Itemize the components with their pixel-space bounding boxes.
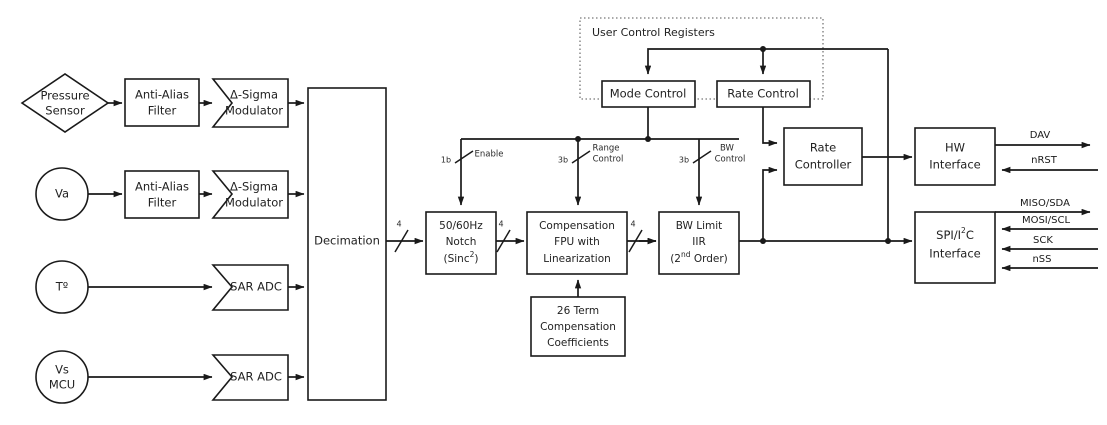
tap-label-bw-line2: Control (715, 155, 746, 165)
rate-controller-label-line2: Controller (795, 158, 852, 172)
signal-label-dav: DAV (1030, 130, 1051, 141)
coefficients-label-line3: Coefficients (547, 337, 609, 349)
rate-controller-block: Rate Controller (783, 127, 863, 186)
anti-alias-filter-1: Anti-Alias Filter (124, 78, 200, 127)
wire-rate-control-to-controller (762, 107, 778, 147)
coefficients-label-line1: 26 Term (557, 305, 599, 317)
filter1-label-line1: Anti-Alias (135, 88, 189, 102)
compensation-coefficients-block: 26 Term Compensation Coefficients (530, 296, 626, 357)
bus-slash-notch (496, 229, 511, 253)
user-control-registers-group: User Control Registers (579, 17, 824, 100)
bw-limit-iir-block: BW Limit IIR (2nd Order) (658, 211, 740, 275)
signal-label-nss: nSS (1032, 254, 1051, 265)
source-temperature: Tº (35, 260, 89, 314)
bwlimit-line3-end: Order) (691, 253, 728, 265)
spi-i2c-interface-block: SPI/I2C Interface (914, 211, 996, 284)
signal-label-mosi-scl: MOSI/SCL (1022, 215, 1070, 226)
rate-control-label: Rate Control (727, 87, 799, 101)
mod2-label-line2: Modulator (225, 196, 283, 210)
source-temp-label: Tº (55, 280, 68, 294)
coefficients-label-line2: Compensation (540, 321, 616, 333)
bwlimit-label-line3: (2nd Order) (670, 250, 728, 265)
filter2-label-line2: Filter (148, 196, 177, 210)
spi-interface-label-line1: SPI/I2C (936, 226, 974, 242)
hw-interface-label-line1: HW (945, 141, 965, 155)
tap-label-enable: Enable (475, 150, 504, 160)
rate-control-block: Rate Control (716, 80, 811, 108)
spi-label-b: C (966, 228, 974, 242)
decimation-block: Decimation (307, 87, 387, 401)
mod1-label-line1: Δ-Sigma (230, 88, 278, 102)
mod2-label-line1: Δ-Sigma (230, 180, 278, 194)
tap-slash-range (571, 150, 591, 164)
source-label-line2: Sensor (45, 104, 85, 118)
signal-label-miso-sda: MISO/SDA (1020, 198, 1070, 209)
delta-sigma-modulator-1: Δ-Sigma Modulator (211, 78, 289, 128)
tap-label-bw-line1: BW (720, 144, 735, 154)
notch-line3-end: ) (474, 253, 478, 265)
wire-topbus-to-mode-control (644, 48, 888, 75)
delta-sigma-modulator-2: Δ-Sigma Modulator (211, 170, 289, 219)
notch-label-line2: Notch (446, 236, 477, 248)
notch-label-line1: 50/60Hz (439, 220, 483, 232)
mode-control-block: Mode Control (601, 80, 696, 108)
compensation-label-line1: Compensation (539, 220, 615, 232)
tap-slash-enable (454, 150, 474, 164)
source-va: Va (35, 167, 89, 221)
adc1-label: SAR ADC (230, 280, 282, 294)
notch-label-line3: (Sinc2) (444, 250, 479, 265)
source-vs-label-line2: MCU (49, 378, 75, 392)
adc2-label: SAR ADC (230, 370, 282, 384)
bus-slash-decimation (394, 229, 409, 253)
spi-label-sup: 2 (961, 226, 966, 235)
decimation-label: Decimation (314, 234, 380, 248)
notch-filter-block: 50/60Hz Notch (Sinc2) (425, 211, 497, 275)
wire-datapath-to-rate-controller (762, 166, 778, 241)
bus-width-notch-out: 4 (498, 220, 503, 229)
tap-label-range-line2: Control (593, 155, 624, 165)
bwlimit-line3-base: (2 (670, 253, 681, 265)
filter2-label-line1: Anti-Alias (135, 180, 189, 194)
compensation-fpu-block: Compensation FPU with Linearization (526, 211, 628, 275)
junction-top-bus (760, 46, 766, 52)
notch-line3-base: (Sinc (444, 253, 470, 265)
hw-interface-label-line2: Interface (929, 158, 981, 172)
signal-label-nrst: nRST (1031, 155, 1058, 166)
tap-bits-bw: 3b (679, 156, 689, 165)
source-vs-mcu: Vs MCU (35, 350, 89, 404)
notch-line3-sup: 2 (470, 250, 475, 259)
compensation-label-line3: Linearization (543, 253, 611, 265)
source-vs-label-line1: Vs (55, 363, 69, 377)
hw-interface-block: HW Interface (914, 127, 996, 186)
spi-label-a: SPI/I (936, 228, 961, 242)
tap-bits-range: 3b (558, 156, 568, 165)
bwlimit-label-line2: IIR (692, 236, 706, 248)
user-control-registers-label: User Control Registers (592, 26, 715, 39)
sar-adc-1: SAR ADC (211, 264, 289, 311)
mode-control-label: Mode Control (610, 87, 687, 101)
compensation-label-line2: FPU with (554, 236, 600, 248)
bus-width-decimation-out: 4 (396, 220, 401, 229)
rate-controller-label-line1: Rate (810, 141, 836, 155)
bus-slash-compensation (628, 229, 643, 253)
bwlimit-line3-sup: nd (681, 250, 691, 259)
anti-alias-filter-2: Anti-Alias Filter (124, 170, 200, 219)
sar-adc-2: SAR ADC (211, 354, 289, 401)
source-va-label: Va (55, 187, 69, 201)
filter1-label-line2: Filter (148, 104, 177, 118)
bus-width-compensation-out: 4 (630, 220, 635, 229)
mod1-label-line2: Modulator (225, 104, 283, 118)
spi-interface-label-line2: Interface (929, 247, 981, 261)
tap-label-range-line1: Range (593, 144, 620, 154)
tap-bits-enable: 1b (441, 156, 451, 165)
bwlimit-label-line1: BW Limit (676, 220, 723, 232)
signal-label-sck: SCK (1033, 235, 1053, 246)
tap-slash-bw (692, 150, 712, 164)
source-label-line1: Pressure (40, 89, 89, 103)
